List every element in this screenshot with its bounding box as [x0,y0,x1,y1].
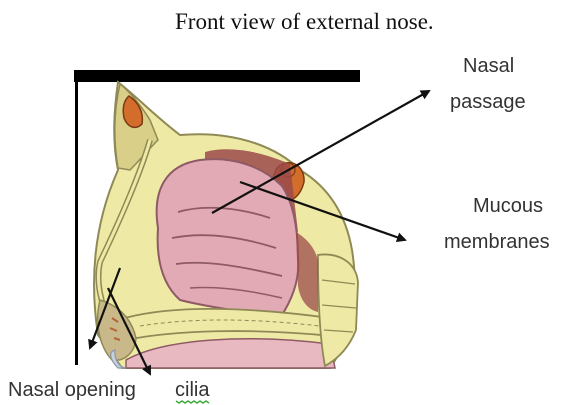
cilia-spellcheck-underline [176,401,209,403]
mucous-membranes-label-line1: Mucous [473,195,543,217]
cilia-label: cilia [175,379,210,401]
nasal-opening-label: Nasal opening [8,379,136,401]
nasal-passage-label-line2: passage [450,91,526,113]
mucous-membranes-label-line2: membranes [444,231,550,253]
frame-left-bar [75,70,78,365]
figure-title: Front view of external nose. [175,9,434,34]
frame-top-bar [74,70,360,82]
nasal-mucosa [157,159,299,318]
nasal-passage-label-line1: Nasal [463,55,514,77]
cervical-spine [318,254,358,366]
